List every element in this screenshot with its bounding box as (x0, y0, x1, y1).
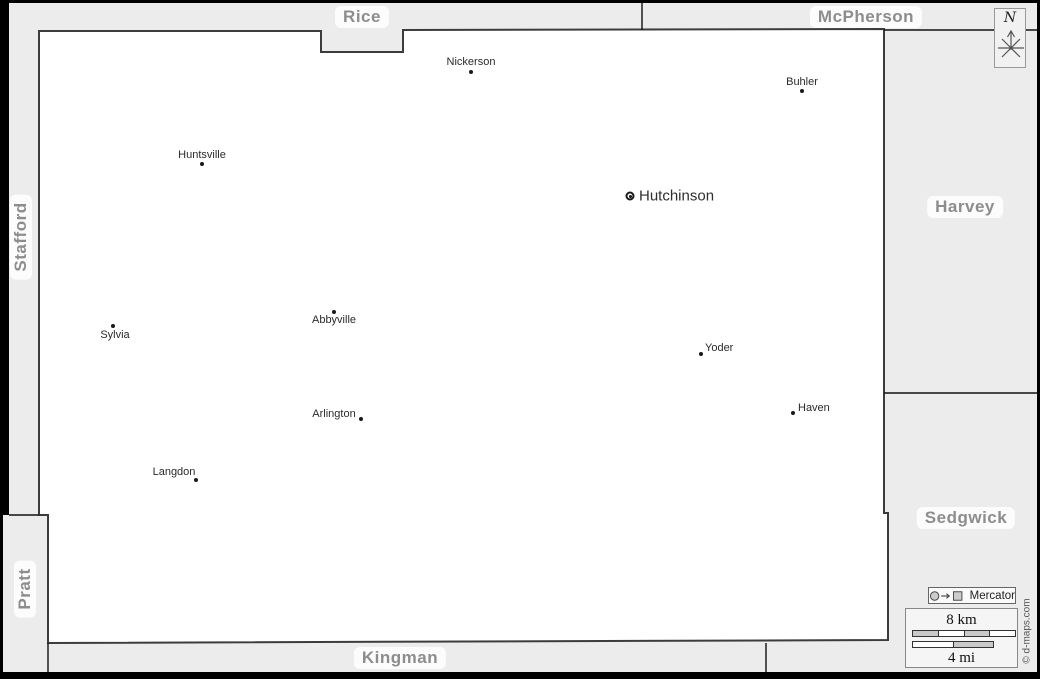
city-dot-icon (200, 162, 204, 166)
neighbor-county-label-kingman: Kingman (353, 647, 447, 669)
city-dot-icon (111, 324, 115, 328)
city-label-yoder: Yoder (705, 342, 734, 354)
city-label-haven: Haven (798, 402, 830, 414)
map-credit: © d-maps.com (1021, 598, 1033, 664)
city-dot-icon (332, 310, 336, 314)
city-label-huntsville: Huntsville (178, 149, 226, 161)
scale-bar: 8 km 4 mi (905, 608, 1018, 668)
city-label-hutchinson: Hutchinson (639, 187, 715, 205)
neighbor-county-label-rice: Rice (335, 6, 389, 28)
reno-county-shape (38, 27, 889, 645)
projection-label: Mercator (969, 589, 1015, 602)
city-dot-icon (194, 478, 198, 482)
city-label-nickerson: Nickerson (446, 56, 496, 68)
projection-transform-icon (929, 590, 963, 601)
scale-segment (989, 631, 1015, 636)
neighbor-county-label-pratt: Pratt (14, 560, 36, 618)
compass-star-icon (998, 29, 1024, 58)
compass-rose: N (994, 8, 1026, 68)
city-dot-icon (699, 352, 703, 356)
neighbor-county-label-sedgwick: Sedgwick (916, 507, 1016, 529)
projection-legend: Mercator (928, 587, 1016, 604)
city-dot-icon (800, 89, 804, 93)
scale-segment (913, 641, 953, 647)
city-dot-icon (359, 417, 363, 421)
county-seat-marker-icon (625, 191, 635, 201)
scale-segment (913, 631, 938, 636)
city-dot-icon (791, 411, 795, 415)
compass-north-label: N (1003, 10, 1017, 26)
city-label-sylvia: Sylvia (100, 329, 130, 341)
scale-segment (963, 631, 990, 636)
scale-mi-label: 4 mi (947, 650, 976, 666)
neighbor-county-label-harvey: Harvey (927, 196, 1003, 218)
city-label-abbyville: Abbyville (311, 314, 357, 326)
city-label-buhler: Buhler (786, 76, 818, 88)
scale-segment (937, 631, 964, 636)
scale-km-bar (912, 630, 1016, 637)
left-frame-bar (0, 0, 9, 515)
city-label-arlington: Arlington (312, 408, 356, 420)
city-dot-icon (469, 70, 473, 74)
neighbor-county-label-stafford: Stafford (10, 194, 32, 280)
city-label-langdon: Langdon (152, 466, 196, 478)
scale-segment (952, 641, 993, 647)
scale-km-label: 8 km (946, 612, 977, 628)
neighbor-county-label-mcpherson: McPherson (809, 6, 923, 28)
scale-mi-bar (912, 640, 994, 648)
